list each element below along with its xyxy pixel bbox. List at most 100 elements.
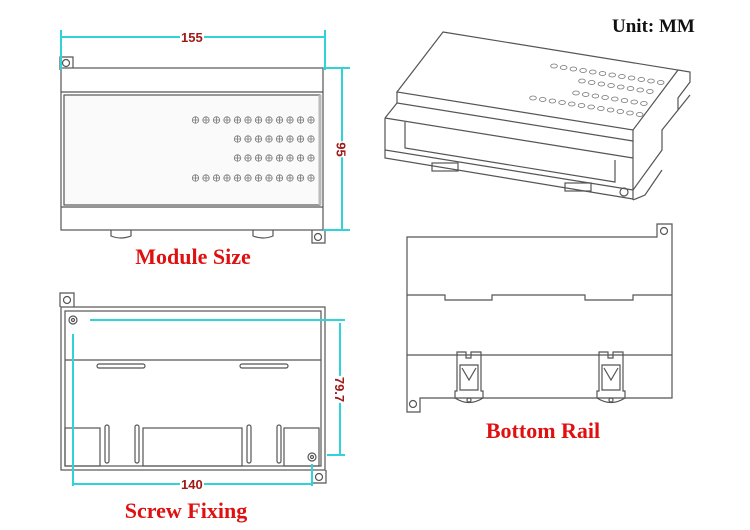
terminal-dot-icon <box>286 135 294 143</box>
terminal-dot-icon <box>640 101 648 106</box>
terminal-dot-cross <box>245 175 251 181</box>
terminal-dot-icon <box>568 101 576 107</box>
terminal-dot-icon <box>587 104 595 110</box>
terminal-dot-icon <box>254 135 263 143</box>
terminal-dot-cross <box>276 136 283 142</box>
terminal-dot-icon <box>560 65 568 70</box>
terminal-dot-icon <box>254 154 263 162</box>
terminal-dot-icon <box>617 84 625 90</box>
unit-label: Unit: MM <box>612 16 695 37</box>
terminal-dot-cross <box>255 155 262 161</box>
terminal-dot-icon <box>275 116 284 124</box>
screw-width-dimension-label: 140 <box>180 477 204 492</box>
terminal-dot-icon <box>597 106 605 111</box>
terminal-dot-icon <box>618 74 626 79</box>
terminal-dot-icon <box>616 109 624 114</box>
terminal-dot-icon <box>550 63 558 69</box>
terminal-dot-icon <box>296 154 305 162</box>
module-front-view <box>59 56 326 244</box>
terminal-dot-icon <box>569 66 578 72</box>
terminal-dot-cross <box>213 175 220 181</box>
terminal-dot-icon <box>626 86 635 91</box>
terminal-dot-icon <box>630 99 638 105</box>
terminal-dot-icon <box>601 95 609 100</box>
terminal-dot-icon <box>657 80 665 85</box>
terminal-dot-cross <box>276 175 283 181</box>
terminal-dot-icon <box>636 112 644 117</box>
height-dimension-label: 95 <box>333 141 349 158</box>
din-rail-clip-icon <box>596 351 626 404</box>
terminal-dot-cross <box>192 117 199 123</box>
terminal-dot-icon <box>233 174 242 182</box>
terminal-dot-cross <box>287 136 293 142</box>
terminal-dot-icon <box>579 68 587 73</box>
terminal-dot-icon <box>548 98 557 104</box>
terminal-dot-cross <box>287 117 293 123</box>
terminal-dot-icon <box>244 116 252 124</box>
terminal-dot-icon <box>307 154 315 162</box>
screw-fixing-caption: Screw Fixing <box>124 498 248 523</box>
screw-fixing-view <box>59 292 327 484</box>
terminal-dot-icon <box>611 96 619 102</box>
terminal-dot-cross <box>224 175 230 181</box>
screw-hole-icon <box>68 315 78 325</box>
terminal-dot-cross <box>192 175 199 181</box>
terminal-dot-icon <box>572 90 580 96</box>
terminal-dot-icon <box>244 154 252 162</box>
terminal-dot-icon <box>244 135 252 143</box>
terminal-dot-icon <box>307 135 315 143</box>
terminal-dot-icon <box>286 174 294 182</box>
terminal-dot-icon <box>558 100 566 105</box>
terminal-dot-cross <box>255 117 262 123</box>
terminal-dot-cross <box>287 155 293 161</box>
terminal-dot-icon <box>212 116 221 124</box>
terminal-dot-cross <box>234 136 241 142</box>
module-isometric-view <box>384 31 691 201</box>
terminal-dot-cross <box>234 175 241 181</box>
terminal-dot-icon <box>529 95 537 101</box>
terminal-dot-cross <box>266 136 272 142</box>
terminal-dot-icon <box>620 98 629 103</box>
terminal-dot-icon <box>233 116 242 124</box>
terminal-dot-icon <box>591 93 600 99</box>
terminal-dot-icon <box>275 135 284 143</box>
din-rail-clip-icon <box>454 351 484 404</box>
terminal-dot-icon <box>191 174 200 182</box>
terminal-dot-icon <box>637 77 645 82</box>
terminal-dot-icon <box>254 116 263 124</box>
terminal-dot-icon <box>627 75 636 81</box>
terminal-dot-icon <box>636 87 644 93</box>
terminal-dot-icon <box>589 69 597 75</box>
terminal-dot-icon <box>296 174 305 182</box>
terminal-dot-icon <box>223 116 231 124</box>
terminal-dot-cross <box>245 155 251 161</box>
terminal-dot-icon <box>647 78 655 84</box>
terminal-dot-icon <box>307 116 315 124</box>
bottom-rail-caption: Bottom Rail <box>485 418 601 443</box>
terminal-dot-icon <box>254 174 263 182</box>
terminal-dot-icon <box>244 174 252 182</box>
terminal-dot-cross <box>245 117 251 123</box>
terminal-dot-icon <box>539 97 547 102</box>
terminal-dot-icon <box>607 83 615 88</box>
terminal-dot-icon <box>265 135 273 143</box>
terminal-dot-cross <box>234 155 241 161</box>
terminal-dot-icon <box>597 81 606 87</box>
module-size-caption: Module Size <box>135 244 251 269</box>
terminal-dot-icon <box>608 72 616 78</box>
terminal-dot-cross <box>255 136 262 142</box>
width-dimension-label: 155 <box>180 30 204 45</box>
terminal-dot-icon <box>265 154 273 162</box>
terminal-dot-cross <box>276 117 283 123</box>
terminal-dot-icon <box>578 78 586 84</box>
terminal-dot-cross <box>297 136 304 142</box>
terminal-dot-icon <box>296 116 305 124</box>
terminal-dot-icon <box>588 80 596 85</box>
terminal-dot-icon <box>296 135 305 143</box>
terminal-dot-icon <box>202 174 210 182</box>
terminal-dot-cross <box>297 117 304 123</box>
terminal-dot-cross <box>203 117 209 123</box>
terminal-dot-cross <box>308 155 314 161</box>
